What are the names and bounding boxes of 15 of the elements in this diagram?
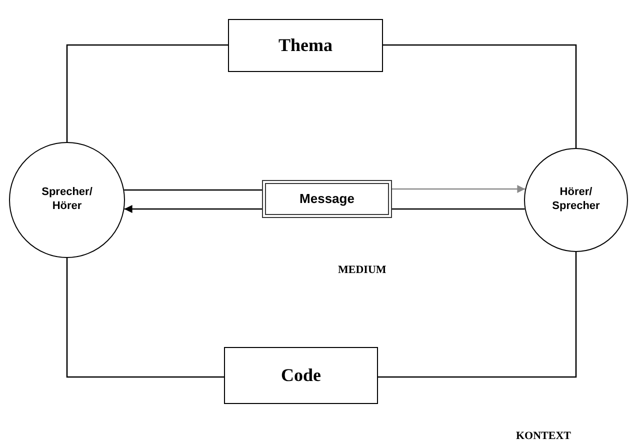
connector-line [124,189,262,191]
circle-node: Hörer/ Sprecher [524,148,628,252]
connector-line [392,208,525,210]
connector-line [378,252,577,378]
arrow [392,185,526,193]
area-label: MEDIUM [338,264,386,276]
area-label: KONTEXT [516,430,572,442]
process-box: Code [224,347,378,404]
circle-node: Sprecher/ Hörer [9,142,125,258]
connector-line [66,258,224,378]
arrow [124,205,262,213]
connector-line [66,44,228,142]
message-box: Message [262,180,392,218]
process-box: Thema [228,19,383,72]
connector-line [383,44,577,148]
